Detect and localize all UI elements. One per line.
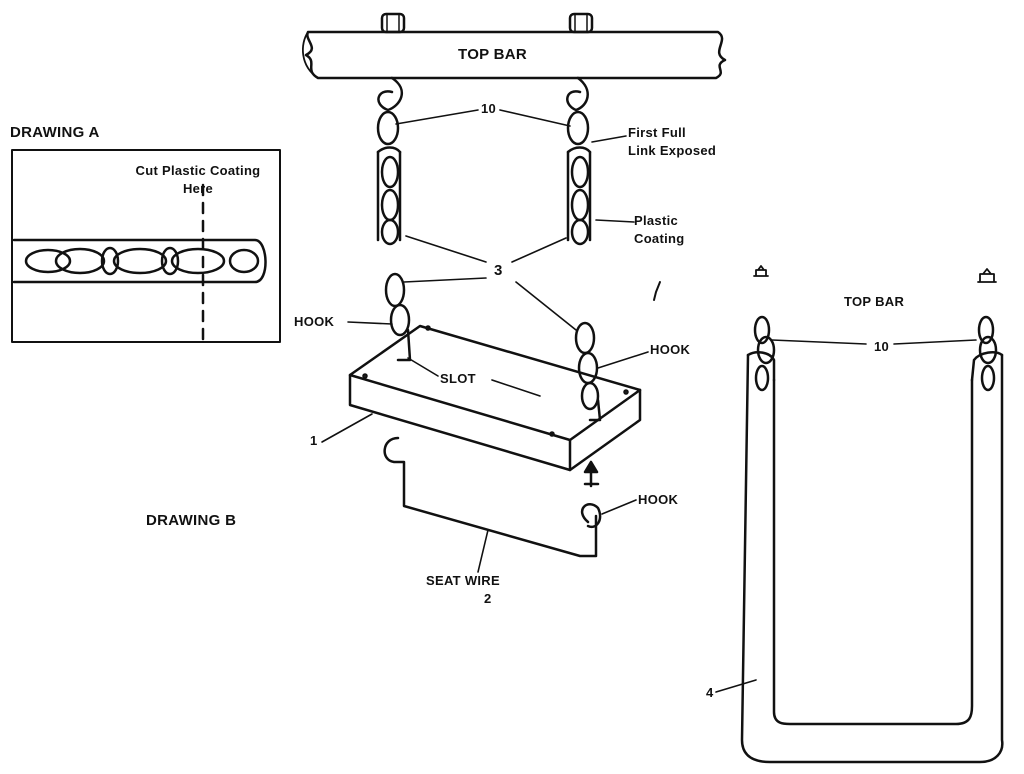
first-full-link-line1: First Full xyxy=(628,125,686,140)
right-u-chain xyxy=(653,265,1004,764)
leader-lines xyxy=(321,109,649,573)
top-bar-label: TOP BAR xyxy=(458,46,528,63)
right-top-bar-label: TOP BAR xyxy=(844,294,905,309)
part-4-label: 4 xyxy=(706,685,714,700)
swing-seat xyxy=(348,324,642,472)
part-10-label: 10 xyxy=(481,101,497,116)
hook-bottom-label: HOOK xyxy=(638,492,679,507)
hook-right-label: HOOK xyxy=(650,342,691,357)
cut-instruction-line2: Here xyxy=(182,181,214,196)
seat-wire xyxy=(383,436,602,558)
slot-label: SLOT xyxy=(440,371,476,386)
drawing-a-title: DRAWING A xyxy=(10,124,100,141)
drawing-a-panel xyxy=(11,149,281,343)
left-chain xyxy=(376,76,404,246)
right-part-10-label: 10 xyxy=(874,339,890,354)
top-bar xyxy=(302,12,727,80)
plastic-coating-line2: Coating xyxy=(634,231,685,246)
seat-wire-label: SEAT WIRE xyxy=(426,573,500,588)
cut-instruction-line1: Cut Plastic Coating xyxy=(135,163,261,178)
right-chain xyxy=(566,76,592,246)
first-full-link-line2: Link Exposed xyxy=(628,143,717,158)
hook-left-label: HOOK xyxy=(294,314,335,329)
drawing-b-title: DRAWING B xyxy=(146,512,237,529)
part-3-label: 3 xyxy=(494,262,503,279)
part-2-label: 2 xyxy=(484,591,492,606)
plastic-coating-line1: Plastic xyxy=(634,213,679,228)
part-1-label: 1 xyxy=(310,433,318,448)
